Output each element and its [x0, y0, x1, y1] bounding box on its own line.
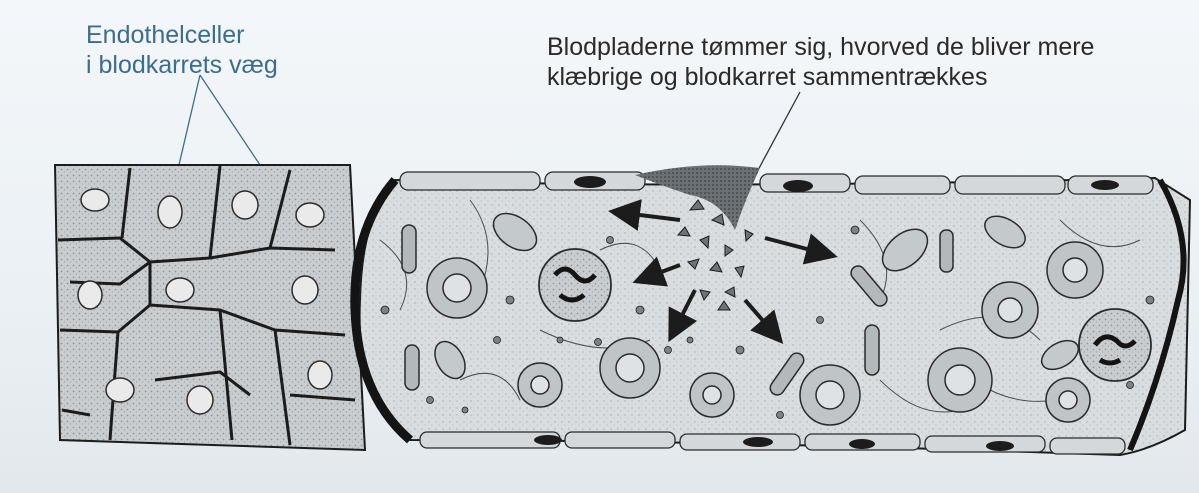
endothelial-wall	[55, 165, 365, 450]
